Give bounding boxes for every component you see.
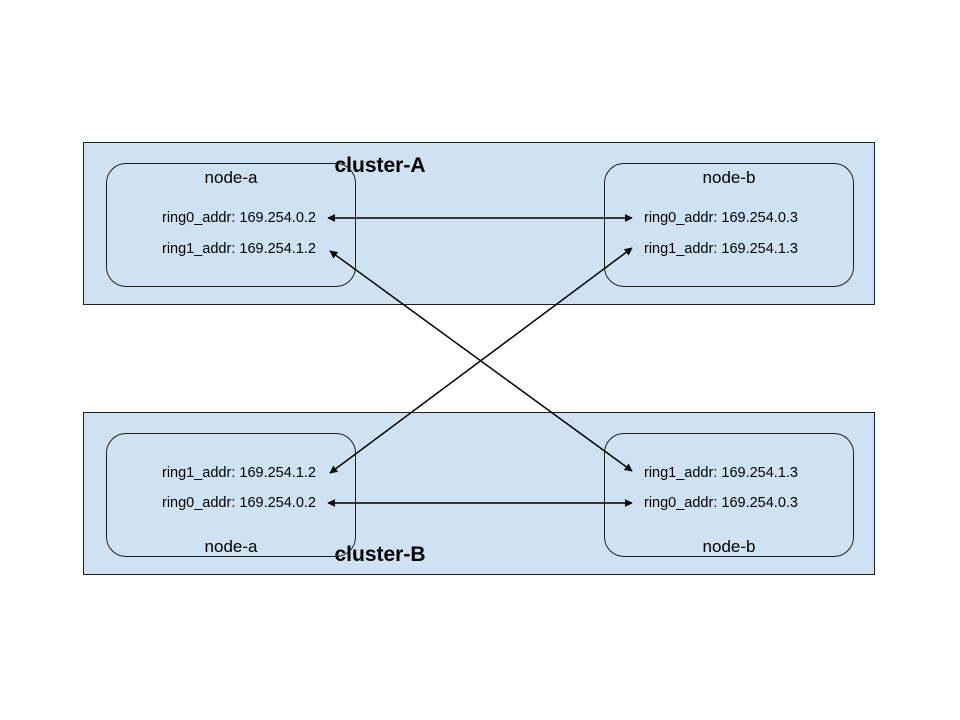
cluster-b-node-a-title: node-a [204, 537, 258, 556]
cluster-a-node-a-box [106, 163, 356, 287]
cluster-a-node-a-title: node-a [204, 168, 258, 187]
cluster-a-node-b-box [604, 163, 854, 287]
cluster-b-node-b-ring1-addr: ring1_addr: 169.254.1.3 [644, 465, 798, 481]
cluster-a-title: cluster-A [334, 154, 426, 177]
cluster-b-node-b-box [604, 433, 854, 557]
cluster-a-node-b-ring1-addr: ring1_addr: 169.254.1.3 [644, 241, 798, 257]
cluster-b-title: cluster-B [334, 543, 426, 566]
cluster-a-node-b-title: node-b [702, 168, 756, 187]
arrow-a-node-b-ring1-to-b-node-a-ring1 [329, 247, 633, 474]
cluster-b-node-b-ring0-addr: ring0_addr: 169.254.0.3 [644, 495, 798, 511]
cluster-b-node-b-title: node-b [702, 537, 756, 556]
cluster-b-node-a-ring0-addr: ring0_addr: 169.254.0.2 [162, 495, 316, 511]
cluster-a-node-a-ring1-addr: ring1_addr: 169.254.1.2 [162, 241, 316, 257]
cluster-b-node-a-box [106, 433, 356, 557]
cluster-a-node-a-ring0-addr: ring0_addr: 169.254.0.2 [162, 210, 316, 226]
cluster-b-node-a-ring1-addr: ring1_addr: 169.254.1.2 [162, 465, 316, 481]
cluster-a-node-b-ring0-addr: ring0_addr: 169.254.0.3 [644, 210, 798, 226]
